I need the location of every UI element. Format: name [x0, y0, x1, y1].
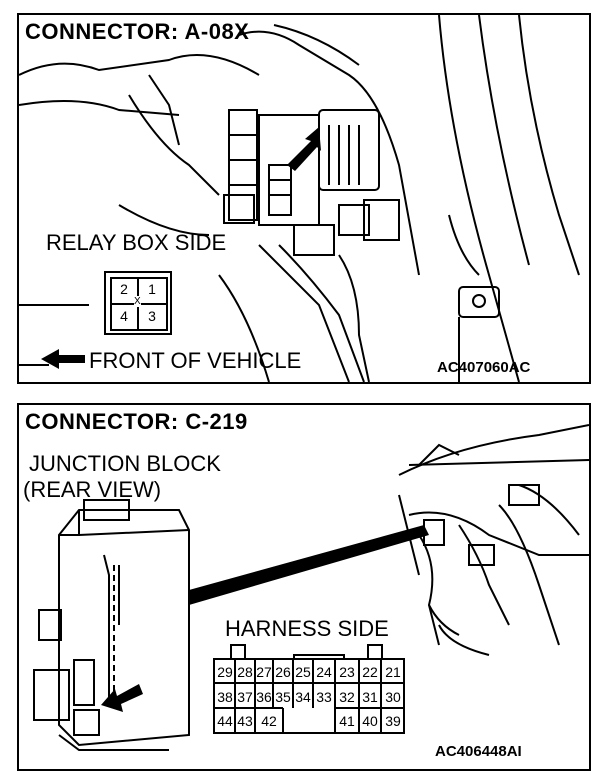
pin-cell: 25 [295, 664, 311, 680]
connector-grid [213, 658, 405, 734]
pin-cell: 41 [339, 713, 355, 729]
front-of-vehicle-label: FRONT OF VEHICLE [89, 348, 302, 373]
junction-block-illustration [33, 424, 589, 751]
pin-cell: 32 [339, 689, 355, 705]
pin-3: 3 [148, 308, 156, 324]
pin-cell: 26 [275, 664, 291, 680]
pin-cell: 34 [295, 689, 311, 705]
connector-a08x-face: 2 1 4 3 X [104, 271, 172, 335]
pin-cell: 22 [362, 664, 378, 680]
pin-cell: 23 [339, 664, 355, 680]
panel-a-title: CONNECTOR: A-08X [25, 19, 250, 44]
pin-4: 4 [120, 308, 128, 324]
connector-c219-face: 29 28 27 26 25 24 23 22 21 38 37 36 35 3… [213, 644, 405, 734]
pin-cell: 21 [385, 664, 401, 680]
location-wedge [189, 525, 429, 605]
connector-a08x-panel: CONNECTOR: A-08X RELAY BOX SIDE 2 1 4 3 … [17, 13, 591, 384]
insert-arrow-icon [101, 684, 143, 712]
rear-view-label: (REAR VIEW) [23, 477, 162, 502]
pin-cell: 29 [217, 664, 233, 680]
pin-cell: 24 [316, 664, 332, 680]
front-arrow-icon [41, 349, 85, 369]
pin-cell: 40 [362, 713, 378, 729]
pin-cell: 35 [275, 689, 291, 705]
connector-c219-panel: CONNECTOR: C-219 JUNCTION BLOCK (REAR VI… [17, 403, 591, 771]
pin-cell: 44 [217, 713, 233, 729]
figure-code-c: AC406448AI [435, 743, 522, 760]
junction-block-label: JUNCTION BLOCK [29, 451, 221, 476]
pin-cell: 27 [256, 664, 272, 680]
pin-cell: 39 [385, 713, 401, 729]
location-arrow [287, 127, 321, 171]
center-mark: X [134, 296, 141, 307]
pin-cell: 36 [256, 689, 272, 705]
panel-c-title: CONNECTOR: C-219 [25, 409, 248, 434]
pin-cell: 30 [385, 689, 401, 705]
pin-cell: 31 [362, 689, 378, 705]
pin-cell: 33 [316, 689, 332, 705]
pin-1: 1 [148, 281, 156, 297]
pin-cell: 42 [261, 713, 277, 729]
pin-cell: 28 [237, 664, 253, 680]
relay-box-side-label: RELAY BOX SIDE [46, 230, 227, 255]
figure-code-a: AC407060AC [437, 359, 531, 376]
pin-2: 2 [120, 281, 128, 297]
pin-cell: 38 [217, 689, 233, 705]
harness-side-label: HARNESS SIDE [225, 616, 389, 641]
relay-box-illustration [19, 15, 580, 382]
pin-cell: 37 [237, 689, 253, 705]
pin-cell: 43 [237, 713, 253, 729]
